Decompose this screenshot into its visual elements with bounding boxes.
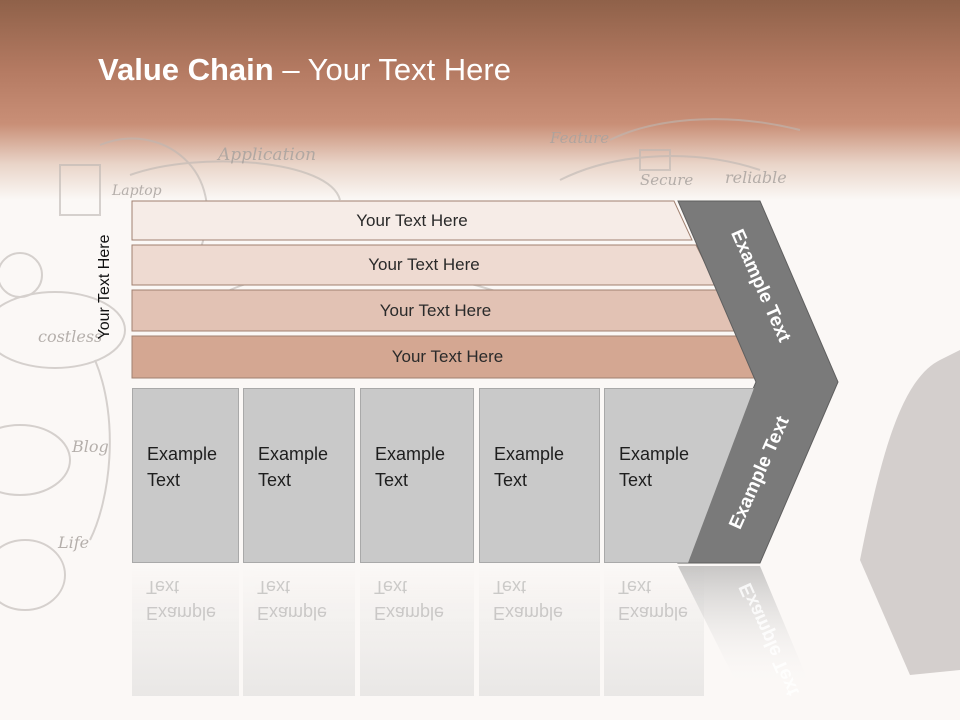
cell-4-line2: Text bbox=[494, 470, 528, 490]
refl-3-line2: Text bbox=[374, 577, 408, 597]
sketch-word-costless: costless bbox=[38, 327, 102, 346]
sketch-word-reliable: reliable bbox=[725, 168, 787, 187]
refl-5-line1: Example bbox=[618, 603, 689, 623]
cell-reflection-2: Example Text bbox=[243, 566, 355, 696]
title-rest: – Your Text Here bbox=[273, 52, 511, 87]
chevron-reflection bbox=[678, 566, 812, 690]
refl-1-line2: Text bbox=[146, 577, 180, 597]
band-text-3: Your Text Here bbox=[379, 300, 492, 320]
band-text-1: Your Text Here bbox=[356, 210, 468, 230]
refl-1-line1: Example bbox=[146, 603, 217, 623]
band-text-4: Your Text Here bbox=[391, 347, 504, 366]
cell-5-line2: Text bbox=[619, 470, 653, 490]
cell-reflection-3: Example Text bbox=[360, 566, 474, 696]
cell-5-line1: Example bbox=[619, 444, 690, 464]
cell-3-line1: Example bbox=[375, 444, 446, 464]
sketch-word-blog: Blog bbox=[71, 437, 109, 456]
band-shape-1 bbox=[131, 200, 693, 241]
cell-4-line1: Example bbox=[494, 444, 565, 464]
hand-silhouette bbox=[860, 350, 960, 675]
cell-reflection-1: Example Text bbox=[132, 566, 239, 696]
cell-1-line1: Example bbox=[147, 444, 218, 464]
sketch-word-life: Life bbox=[57, 533, 89, 552]
band-text-2: Your Text Here bbox=[368, 255, 480, 274]
sketch-word-laptop: Laptop bbox=[111, 183, 162, 199]
cell-reflection-4: Example Text bbox=[479, 566, 600, 696]
page-title: Value Chain – Your Text Here bbox=[98, 52, 511, 88]
sketch-word-feature: Feature bbox=[549, 129, 609, 147]
refl-2-line2: Text bbox=[257, 577, 291, 597]
refl-3-line1: Example bbox=[374, 603, 445, 623]
refl-4-line2: Text bbox=[493, 577, 527, 597]
cell-reflection-5: Example Text bbox=[604, 566, 704, 696]
cell-3-line2: Text bbox=[375, 470, 409, 490]
cell-2-line2: Text bbox=[258, 470, 292, 490]
cell-2-line1: Example bbox=[258, 444, 329, 464]
sketch-word-secure: Secure bbox=[640, 171, 693, 189]
refl-4-line1: Example bbox=[493, 603, 564, 623]
sketch-word-application: Application bbox=[216, 145, 316, 165]
cell-1-line2: Text bbox=[147, 470, 181, 490]
title-bold: Value Chain bbox=[98, 52, 274, 87]
refl-5-line2: Text bbox=[618, 577, 652, 597]
refl-2-line1: Example bbox=[257, 603, 328, 623]
